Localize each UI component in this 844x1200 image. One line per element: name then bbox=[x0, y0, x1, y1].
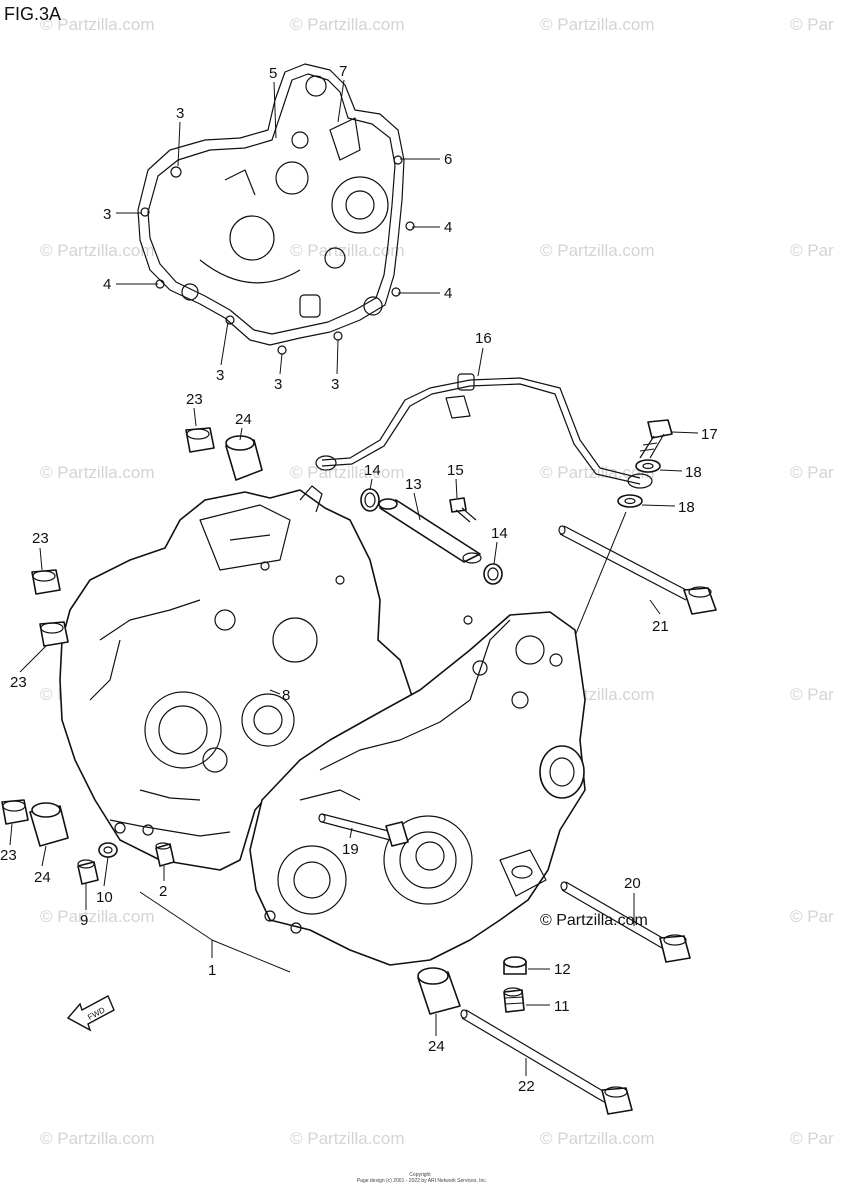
o-ring[interactable] bbox=[360, 488, 380, 512]
forward-arrow-icon: FWD bbox=[66, 995, 115, 1032]
o-ring[interactable] bbox=[483, 563, 503, 585]
callout-4: 4 bbox=[444, 219, 452, 236]
pipe-hardware-callouts: 17 18 18 bbox=[569, 426, 718, 649]
oil-pipe[interactable] bbox=[315, 373, 653, 489]
callout-21: 21 bbox=[652, 618, 669, 635]
sealing-washer[interactable] bbox=[617, 494, 643, 508]
callout-3: 3 bbox=[331, 376, 339, 393]
callout-7: 7 bbox=[339, 63, 347, 80]
watermark: © Par bbox=[790, 685, 834, 704]
callout-6: 6 bbox=[444, 151, 452, 168]
nut[interactable] bbox=[31, 569, 61, 595]
drain-plug[interactable] bbox=[77, 859, 99, 885]
callout-2: 2 bbox=[159, 883, 167, 900]
callout-3: 3 bbox=[176, 105, 184, 122]
watermark: © Par bbox=[790, 15, 834, 34]
mount-bolt[interactable] bbox=[558, 525, 717, 615]
callout-13: 13 bbox=[405, 476, 422, 493]
callout-23: 23 bbox=[186, 391, 203, 408]
pipe-assembly-callouts: 14 13 15 14 bbox=[364, 462, 508, 565]
callout-1: 1 bbox=[208, 962, 216, 979]
nut[interactable] bbox=[1, 799, 29, 825]
callout-9: 9 bbox=[80, 912, 88, 929]
watermark: © Partzilla.com bbox=[290, 1129, 405, 1148]
bushing[interactable] bbox=[225, 435, 263, 481]
crankcase-right-half[interactable] bbox=[249, 611, 586, 966]
watermark: © Partzilla.com bbox=[540, 15, 655, 34]
callout-24: 24 bbox=[34, 869, 51, 886]
nut[interactable] bbox=[39, 621, 69, 647]
callout-14: 14 bbox=[491, 525, 508, 542]
pipe-callouts: 16 bbox=[475, 330, 492, 377]
long-mount-bolt[interactable] bbox=[460, 1009, 633, 1115]
callout-17: 17 bbox=[701, 426, 718, 443]
watermark: © Partzilla.com bbox=[540, 1129, 655, 1148]
sealing-washer[interactable] bbox=[635, 459, 661, 473]
plug-washer[interactable] bbox=[503, 956, 527, 975]
watermark: © Partzilla.com bbox=[40, 1129, 155, 1148]
callout-14: 14 bbox=[364, 462, 381, 479]
watermark: © Par bbox=[790, 463, 834, 482]
watermark: © Par bbox=[790, 907, 834, 926]
watermark: © Partzilla.com bbox=[290, 241, 405, 260]
callout-15: 15 bbox=[447, 462, 464, 479]
callout-23: 23 bbox=[32, 530, 49, 547]
oil-hose-pipe[interactable] bbox=[378, 498, 482, 564]
callout-16: 16 bbox=[475, 330, 492, 347]
figure-title: FIG.3A bbox=[4, 4, 61, 24]
callout-12: 12 bbox=[554, 961, 571, 978]
oil-plug[interactable] bbox=[503, 987, 525, 1013]
watermark: © Partzilla.com bbox=[540, 463, 655, 482]
left-half-callouts: 23 23 23 24 9 10 2 8 1 bbox=[0, 530, 290, 979]
bushing[interactable] bbox=[29, 802, 69, 847]
callout-5: 5 bbox=[269, 65, 277, 82]
callout-4: 4 bbox=[103, 276, 111, 293]
right-half-callouts: 21 19 20 © Partzilla.com 12 11 24 22 bbox=[342, 599, 669, 1095]
watermark: © Partzilla.com bbox=[40, 15, 155, 34]
watermark: © Partzilla.com bbox=[40, 907, 155, 926]
watermark: © Partzilla.com bbox=[540, 241, 655, 260]
callout-19: 19 bbox=[342, 841, 359, 858]
nut[interactable] bbox=[185, 427, 215, 453]
callout-3: 3 bbox=[216, 367, 224, 384]
union-bolt[interactable] bbox=[639, 419, 673, 459]
callout-11: 11 bbox=[554, 998, 570, 1015]
bolt[interactable] bbox=[449, 497, 477, 523]
callout-20: 20 bbox=[624, 875, 641, 892]
callout-24: 24 bbox=[428, 1038, 445, 1055]
gasket-washer[interactable] bbox=[98, 842, 118, 858]
dowel-pin[interactable] bbox=[155, 842, 175, 867]
footer-line2: Page design (c) 2001 - 2022 by ARI Netwo… bbox=[357, 1178, 487, 1184]
callout-18: 18 bbox=[685, 464, 702, 481]
callout-3: 3 bbox=[103, 206, 111, 223]
bushing[interactable] bbox=[417, 967, 461, 1015]
watermark: © Partzilla.com bbox=[40, 241, 155, 260]
watermark: © Par bbox=[790, 1129, 834, 1148]
callout-22: 22 bbox=[518, 1078, 535, 1095]
callout-10: 10 bbox=[96, 889, 113, 906]
watermark: © Par bbox=[790, 241, 834, 260]
callout-18: 18 bbox=[678, 499, 695, 516]
callout-24: 24 bbox=[235, 411, 252, 428]
callout-8: 8 bbox=[282, 687, 290, 704]
callout-3: 3 bbox=[274, 376, 282, 393]
mount-bolt[interactable] bbox=[560, 881, 691, 963]
gasket-callouts: 5 7 3 3 4 6 4 4 3 3 3 bbox=[103, 63, 452, 393]
footer-line1: Copyright bbox=[409, 1172, 431, 1178]
copyright-mark: © Partzilla.com bbox=[540, 912, 648, 929]
callout-23: 23 bbox=[0, 847, 17, 864]
crankcase-left-half[interactable] bbox=[59, 485, 431, 871]
callout-4: 4 bbox=[444, 285, 452, 302]
watermark: © Partzilla.com bbox=[40, 463, 155, 482]
watermark: © Partzilla.com bbox=[290, 15, 405, 34]
watermark: © Partzilla.com bbox=[290, 463, 405, 482]
callout-23: 23 bbox=[10, 674, 27, 691]
top-mount-callouts: 23 24 bbox=[186, 391, 252, 441]
crankcase-bolt[interactable] bbox=[318, 813, 409, 847]
